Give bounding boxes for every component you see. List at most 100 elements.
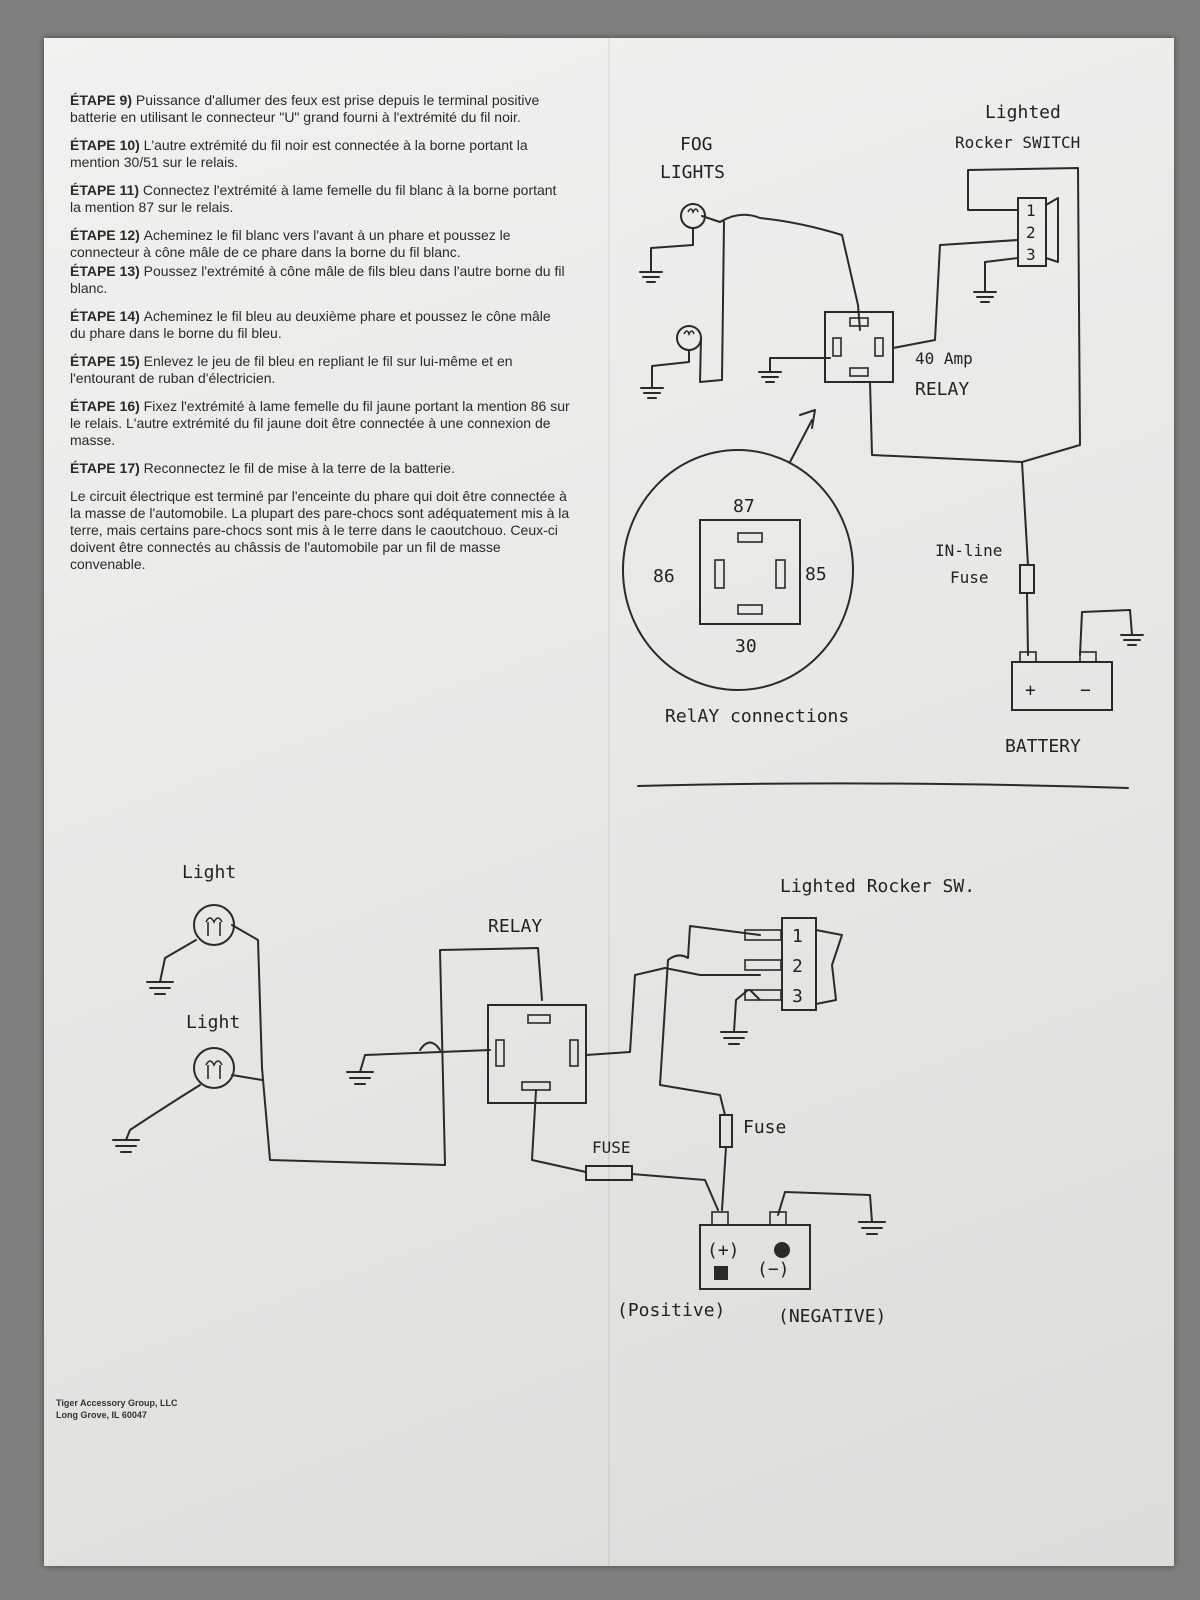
fog-lights-label-1: FOG (680, 134, 713, 155)
battery-terminal (1079, 651, 1097, 663)
step-text: Enlevez le jeu de fil bleu en repliant l… (70, 353, 513, 386)
company-name: Tiger Accessory Group, LLC (56, 1398, 178, 1408)
switch-terminal (744, 959, 782, 971)
step-text: Puissance d'allumer des feux est prise d… (70, 92, 540, 125)
light-1-icon (193, 904, 235, 946)
relay-pin-85 (874, 337, 884, 357)
negative-label: (NEGATIVE) (778, 1306, 886, 1327)
relay-detail-pin-87 (737, 532, 763, 543)
relay-detail-circle (622, 449, 854, 691)
relay-amp-label: 40 Amp (915, 349, 973, 368)
rocker-switch-top (1017, 197, 1047, 267)
relay-connections-label: RelAY connections (665, 706, 849, 727)
battery-minus: − (1080, 680, 1091, 701)
company-address: Tiger Accessory Group, LLC Long Grove, I… (56, 1397, 178, 1421)
step-16: ÉTAPE 16) Fixez l'extrémité à lame femel… (70, 398, 570, 449)
step-text: Acheminez le fil bleu au deuxième phare … (70, 308, 551, 341)
relay-pin-30 (849, 367, 869, 377)
relay-pin-87 (849, 317, 869, 327)
battery-label: BATTERY (1005, 736, 1081, 757)
light-1-label: Light (182, 862, 236, 883)
step-text: Poussez l'extrémité à cône mâle de fils … (70, 263, 565, 296)
paper-fold (608, 38, 610, 1566)
pin-30-label: 30 (735, 636, 757, 657)
battery-plus: (+) (707, 1240, 740, 1261)
relay-pin-86 (495, 1039, 505, 1067)
switch-pin-3: 3 (792, 986, 803, 1007)
ground-icon (146, 939, 197, 995)
step-text: Reconnectez le fil de mise à la terre de… (143, 460, 455, 476)
ground-icon (720, 989, 749, 1045)
pin-87-label: 87 (733, 496, 755, 517)
step-tag: ÉTAPE 12) (70, 227, 140, 243)
wire-87-to-fog (701, 213, 861, 331)
step-text: Fixez l'extrémité à lame femelle du fil … (70, 398, 570, 448)
switch-pin-3: 3 (1026, 245, 1036, 264)
fog-lights-label-2: LIGHTS (660, 162, 725, 183)
inline-label: IN-line (935, 541, 1002, 560)
filament-icon (683, 330, 695, 337)
step-10: ÉTAPE 10) L'autre extrémité du fil noir … (70, 137, 570, 171)
battery-terminal (769, 1211, 787, 1226)
battery-icon (699, 1224, 811, 1290)
fuse-2-icon (719, 1114, 733, 1148)
closing-paragraph: Le circuit électrique est terminé par l'… (70, 488, 570, 572)
switch-label-1: Lighted (985, 102, 1061, 123)
switch-label: Lighted Rocker SW. (780, 876, 975, 897)
step-11: ÉTAPE 11) Connectez l'extrémité à lame f… (70, 182, 570, 216)
wire-85-to-switch (892, 239, 1019, 349)
wire-switch-to-fuse (967, 167, 1081, 566)
ground-icon (346, 1049, 491, 1085)
switch-pin-1: 1 (1026, 201, 1036, 220)
ground-icon (1079, 609, 1144, 656)
switch-terminal (744, 929, 782, 941)
relay-pin-87 (527, 1014, 551, 1024)
step-tag: ÉTAPE 13) (70, 263, 140, 279)
pin-86-label: 86 (653, 566, 675, 587)
light-2-icon (193, 1047, 235, 1089)
battery-icon (1011, 661, 1113, 711)
switch-pin-2: 2 (792, 956, 803, 977)
step-tag: ÉTAPE 16) (70, 398, 140, 414)
bottom-wiring-diagram: Light Light RELAY Lighted Rocker SW. FUS… (112, 862, 975, 1327)
relay-detail-box (699, 519, 801, 625)
instruction-text: ÉTAPE 9) Puissance d'allumer des feux es… (70, 92, 570, 573)
relay-box (487, 1004, 587, 1104)
switch-pin-1: 1 (792, 926, 803, 947)
filament-icon (205, 1060, 223, 1079)
step-9: ÉTAPE 9) Puissance d'allumer des feux es… (70, 92, 570, 126)
wire-light-2 (231, 1074, 263, 1081)
relay-label: RELAY (915, 379, 969, 400)
switch-label-2: Rocker SWITCH (955, 133, 1080, 152)
wire-jump (419, 1041, 441, 1051)
relay-pin-85 (569, 1039, 579, 1067)
switch-terminal (744, 989, 782, 1001)
relay-detail-pin-85 (775, 559, 786, 589)
step-tag: ÉTAPE 11) (70, 182, 139, 198)
step-12: ÉTAPE 12) Acheminez le fil blanc vers l'… (70, 227, 570, 261)
company-location: Long Grove, IL 60047 (56, 1410, 147, 1420)
fog-light-2-icon (676, 325, 702, 351)
arrow-head-icon (799, 409, 816, 429)
ground-icon (777, 1191, 886, 1235)
wire-30-to-fuse1 (531, 1089, 587, 1173)
ground-icon (758, 357, 831, 383)
ground-icon (973, 257, 1019, 303)
step-text: Connectez l'extrémité à lame femelle du … (70, 182, 557, 215)
step-text: Acheminez le fil blanc vers l'avant à un… (70, 227, 511, 260)
wire-lights-to-87 (231, 924, 543, 1166)
step-15: ÉTAPE 15) Enlevez le jeu de fil bleu en … (70, 353, 570, 387)
filament-icon (687, 208, 699, 215)
relay-label: RELAY (488, 916, 542, 937)
step-13: ÉTAPE 13) Poussez l'extrémité à cône mâl… (70, 263, 570, 297)
step-tag: ÉTAPE 10) (70, 137, 140, 153)
positive-label: (Positive) (617, 1300, 725, 1321)
fuse-label: Fuse (950, 568, 989, 587)
fuse-2-label: Fuse (743, 1117, 786, 1138)
step-tag: ÉTAPE 17) (70, 460, 140, 476)
wire-switch-to-fuse (659, 925, 761, 1116)
step-text: L'autre extrémité du fil noir est connec… (70, 137, 528, 170)
relay-detail-pin-86 (714, 559, 725, 589)
battery-minus: (−) (757, 1259, 790, 1280)
wire-85-to-switch (585, 967, 761, 1056)
